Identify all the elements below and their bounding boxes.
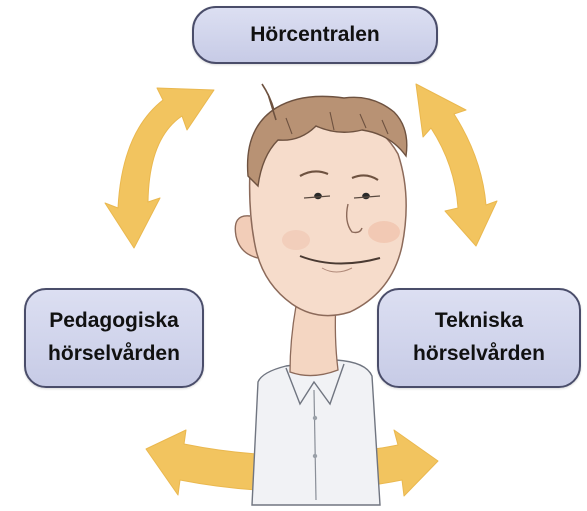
node-pedagogiska-horselvarden: Pedagogiska hörselvården <box>24 288 204 388</box>
node-right-line1: Tekniska <box>434 309 524 333</box>
node-horcentralen: Hörcentralen <box>192 6 438 64</box>
node-left-line2: hörselvården <box>48 342 180 365</box>
node-right-line2: hörselvården <box>413 342 545 365</box>
node-horcentralen-label: Hörcentralen <box>250 22 380 46</box>
person-illustration <box>234 83 408 506</box>
node-tekniska-horselvarden: Tekniska hörselvården <box>377 288 581 388</box>
arrow-top-right-icon <box>415 83 498 247</box>
arrow-top-left-icon <box>104 87 215 249</box>
node-left-line1: Pedagogiska <box>49 309 179 333</box>
